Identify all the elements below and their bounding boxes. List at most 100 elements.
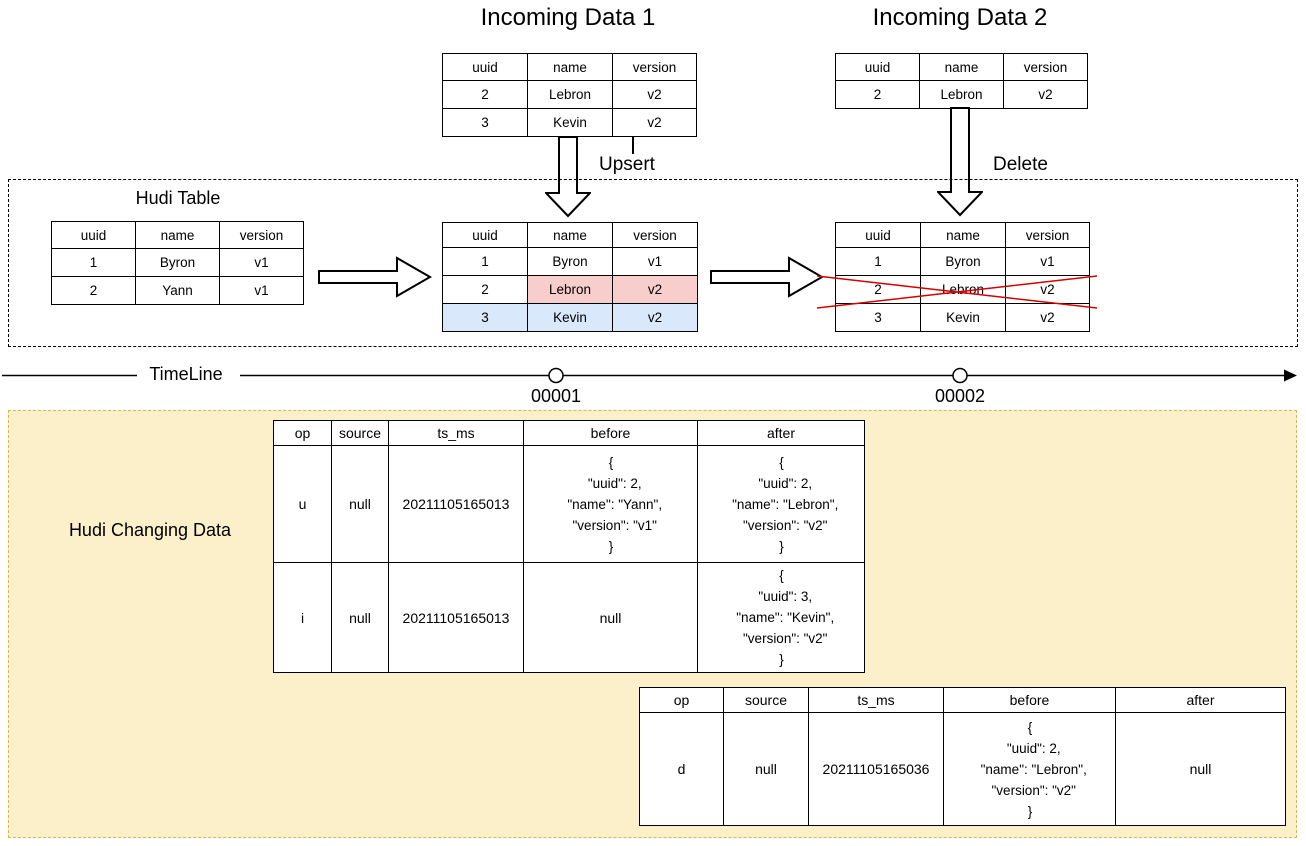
cell-updated: v2 <box>612 275 698 304</box>
cell: 1 <box>442 247 528 276</box>
hudi-changing-data-title: Hudi Changing Data <box>68 520 232 540</box>
header-cell: source <box>331 420 389 446</box>
cell-inserted: Kevin <box>527 303 613 332</box>
cell: v2 <box>612 80 697 109</box>
incoming-data-2-table: uuid name version 2 Lebron v2 <box>835 53 1088 109</box>
op-cell: d <box>639 712 724 826</box>
header-cell: ts_ms <box>808 687 944 713</box>
op-cell: i <box>273 562 332 673</box>
header-cell: uuid <box>442 53 528 81</box>
table-row-deleted: 2 Lebron v2 <box>835 275 1090 304</box>
after-cell: { "uuid": 3, "name": "Kevin", "version":… <box>697 562 865 673</box>
header-cell: version <box>612 222 698 248</box>
cell: 2 <box>51 276 136 305</box>
arrow-right-icon <box>710 256 824 298</box>
header-cell: ts_ms <box>388 420 524 446</box>
hudi-after-delete-table: uuid name version 1 Byron v1 2 Lebron v2… <box>835 222 1090 332</box>
cell: v2 <box>1005 303 1090 332</box>
header-cell: after <box>697 420 865 446</box>
cell: Byron <box>135 248 220 277</box>
cell: 2 <box>442 80 528 109</box>
cell-updated: Lebron <box>527 275 613 304</box>
op-cell: u <box>273 445 332 563</box>
source-cell: null <box>331 445 389 563</box>
cell: v2 <box>612 108 697 137</box>
header-cell: name <box>527 222 613 248</box>
after-cell: null <box>1115 712 1286 826</box>
timeline-axis <box>2 367 1297 384</box>
cell: 2 <box>442 275 528 304</box>
table-row: 2 Lebron v2 <box>835 80 1088 109</box>
table-row: 1 Byron v1 <box>442 247 698 276</box>
upsert-label-leader-line <box>632 136 634 154</box>
cdc-row-update: u null 20211105165013 { "uuid": 2, "name… <box>273 445 865 563</box>
after-cell: { "uuid": 2, "name": "Lebron", "version"… <box>697 445 865 563</box>
hudi-initial-table: uuid name version 1 Byron v1 2 Yann v1 <box>51 221 304 305</box>
header-cell: op <box>273 420 332 446</box>
deleted-row-cross-icon <box>816 275 1098 309</box>
cell: v1 <box>612 247 698 276</box>
ts-cell: 20211105165013 <box>388 445 524 563</box>
incoming-data-1-title: Incoming Data 1 <box>480 4 656 31</box>
table-row: 1 Byron v1 <box>51 248 304 277</box>
cell: 3 <box>835 303 921 332</box>
cell: Lebron <box>527 80 613 109</box>
header-cell: source <box>723 687 809 713</box>
cell: Kevin <box>527 108 613 137</box>
ts-cell: 20211105165013 <box>388 562 524 673</box>
header-cell: name <box>919 53 1004 81</box>
header-cell: version <box>1003 53 1088 81</box>
cell: v1 <box>1005 247 1090 276</box>
before-cell: { "uuid": 2, "name": "Lebron", "version"… <box>943 712 1116 826</box>
ts-cell: 20211105165036 <box>808 712 944 826</box>
before-cell: null <box>523 562 698 673</box>
commit-1-marker <box>548 367 564 384</box>
header-cell: name <box>920 222 1006 248</box>
table-row: 3 Kevin v2 <box>835 303 1090 332</box>
cell-inserted: v2 <box>612 303 698 332</box>
cdc-table-commit-2: op source ts_ms before after d null 2021… <box>639 687 1286 826</box>
header-cell: version <box>219 221 304 249</box>
before-json: { "uuid": 2, "name": "Lebron", "version"… <box>980 719 1087 819</box>
table-row-updated: 2 Lebron v2 <box>442 275 698 304</box>
header-cell: name <box>135 221 220 249</box>
cell: Byron <box>527 247 613 276</box>
header-cell: name <box>527 53 613 81</box>
cell: 3 <box>442 108 528 137</box>
before-cell: { "uuid": 2, "name": "Yann", "version": … <box>523 445 698 563</box>
cell: Lebron <box>919 80 1004 109</box>
header-cell: uuid <box>835 222 921 248</box>
hudi-table-container <box>8 179 1298 347</box>
cdc-row-insert: i null 20211105165013 null { "uuid": 3, … <box>273 562 865 673</box>
cell: 2 <box>835 80 920 109</box>
cdc-row-delete: d null 20211105165036 { "uuid": 2, "name… <box>639 712 1286 826</box>
before-json: { "uuid": 2, "name": "Yann", "version": … <box>567 454 663 554</box>
source-cell: null <box>331 562 389 673</box>
delete-arrow-down-icon <box>937 107 983 217</box>
header-cell: after <box>1115 687 1286 713</box>
cell: Yann <box>135 276 220 305</box>
table-row: 3 Kevin v2 <box>442 108 697 137</box>
header-cell: uuid <box>835 53 920 81</box>
incoming-data-2-title: Incoming Data 2 <box>872 4 1048 31</box>
cell-inserted: 3 <box>442 303 528 332</box>
cell: Byron <box>920 247 1006 276</box>
commit-1-label: 00001 <box>530 386 582 406</box>
source-cell: null <box>723 712 809 826</box>
arrow-right-icon <box>318 256 432 298</box>
table-row: 2 Yann v1 <box>51 276 304 305</box>
header-cell: uuid <box>51 221 136 249</box>
cell: v2 <box>1003 80 1088 109</box>
header-cell: before <box>943 687 1116 713</box>
cell: 1 <box>51 248 136 277</box>
cdc-table-commit-1: op source ts_ms before after u null 2021… <box>273 420 865 673</box>
table-row: 2 Lebron v2 <box>442 80 697 109</box>
hudi-after-upsert-table: uuid name version 1 Byron v1 2 Lebron v2… <box>442 222 698 332</box>
after-json: { "uuid": 3, "name": "Kevin", "version":… <box>736 568 835 667</box>
header-cell: uuid <box>442 222 528 248</box>
incoming-data-1-table: uuid name version 2 Lebron v2 3 Kevin v2 <box>442 53 697 137</box>
commit-2-marker <box>952 367 968 384</box>
header-cell: before <box>523 420 698 446</box>
table-row: 1 Byron v1 <box>835 247 1090 276</box>
